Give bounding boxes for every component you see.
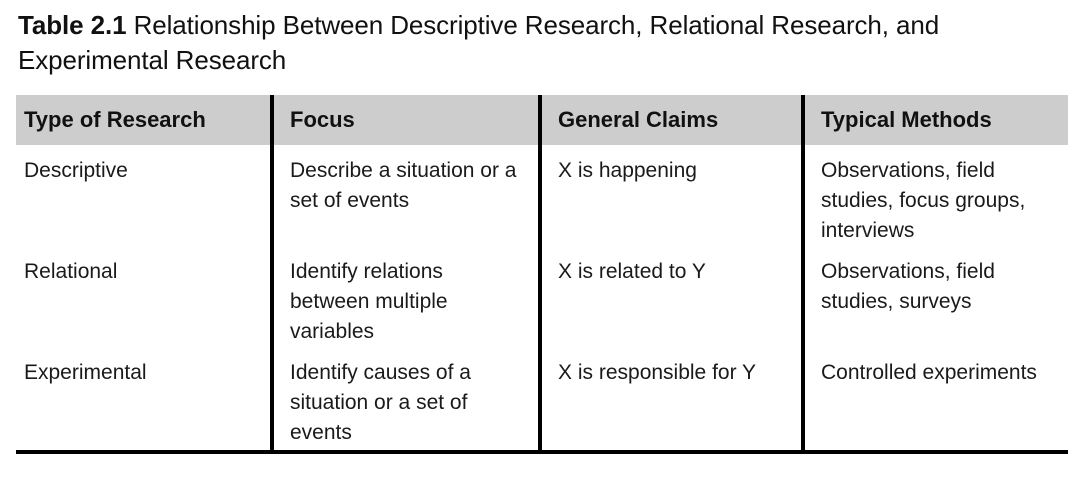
cell-typical-methods: Observations, field studies, surveys — [801, 246, 1068, 347]
cell-general-claims: X is happening — [538, 145, 803, 246]
table-row: Experimental Identify causes of a situat… — [16, 347, 1068, 454]
table-caption: Table 2.1 Relationship Between Descripti… — [18, 8, 1068, 78]
column-header-focus: Focus — [270, 95, 540, 145]
cell-typical-methods: Observations, field studies, focus group… — [801, 145, 1068, 246]
cell-type-of-research: Descriptive — [16, 145, 272, 246]
table-header: Type of Research Focus General Claims Ty… — [16, 95, 1068, 145]
cell-type-of-research: Experimental — [16, 347, 272, 454]
column-header-general-claims: General Claims — [538, 95, 803, 145]
table-row: Descriptive Describe a situation or a se… — [16, 145, 1068, 246]
cell-focus: Identify relations between multiple vari… — [270, 246, 540, 347]
cell-typical-methods: Controlled experiments — [801, 347, 1068, 454]
table-caption-text: Relationship Between Descriptive Researc… — [18, 10, 940, 75]
column-header-type-of-research: Type of Research — [16, 95, 272, 145]
cell-focus: Describe a situation or a set of events — [270, 145, 540, 246]
table-header-row: Type of Research Focus General Claims Ty… — [16, 95, 1068, 145]
table-container: Type of Research Focus General Claims Ty… — [16, 95, 1068, 454]
table-caption-label: Table 2.1 — [18, 10, 127, 40]
table-row: Relational Identify relations between mu… — [16, 246, 1068, 347]
table-body: Descriptive Describe a situation or a se… — [16, 145, 1068, 454]
cell-focus: Identify causes of a situation or a set … — [270, 347, 540, 454]
cell-general-claims: X is related to Y — [538, 246, 803, 347]
column-header-typical-methods: Typical Methods — [801, 95, 1068, 145]
cell-general-claims: X is responsible for Y — [538, 347, 803, 454]
cell-type-of-research: Relational — [16, 246, 272, 347]
research-comparison-table: Type of Research Focus General Claims Ty… — [16, 95, 1068, 454]
